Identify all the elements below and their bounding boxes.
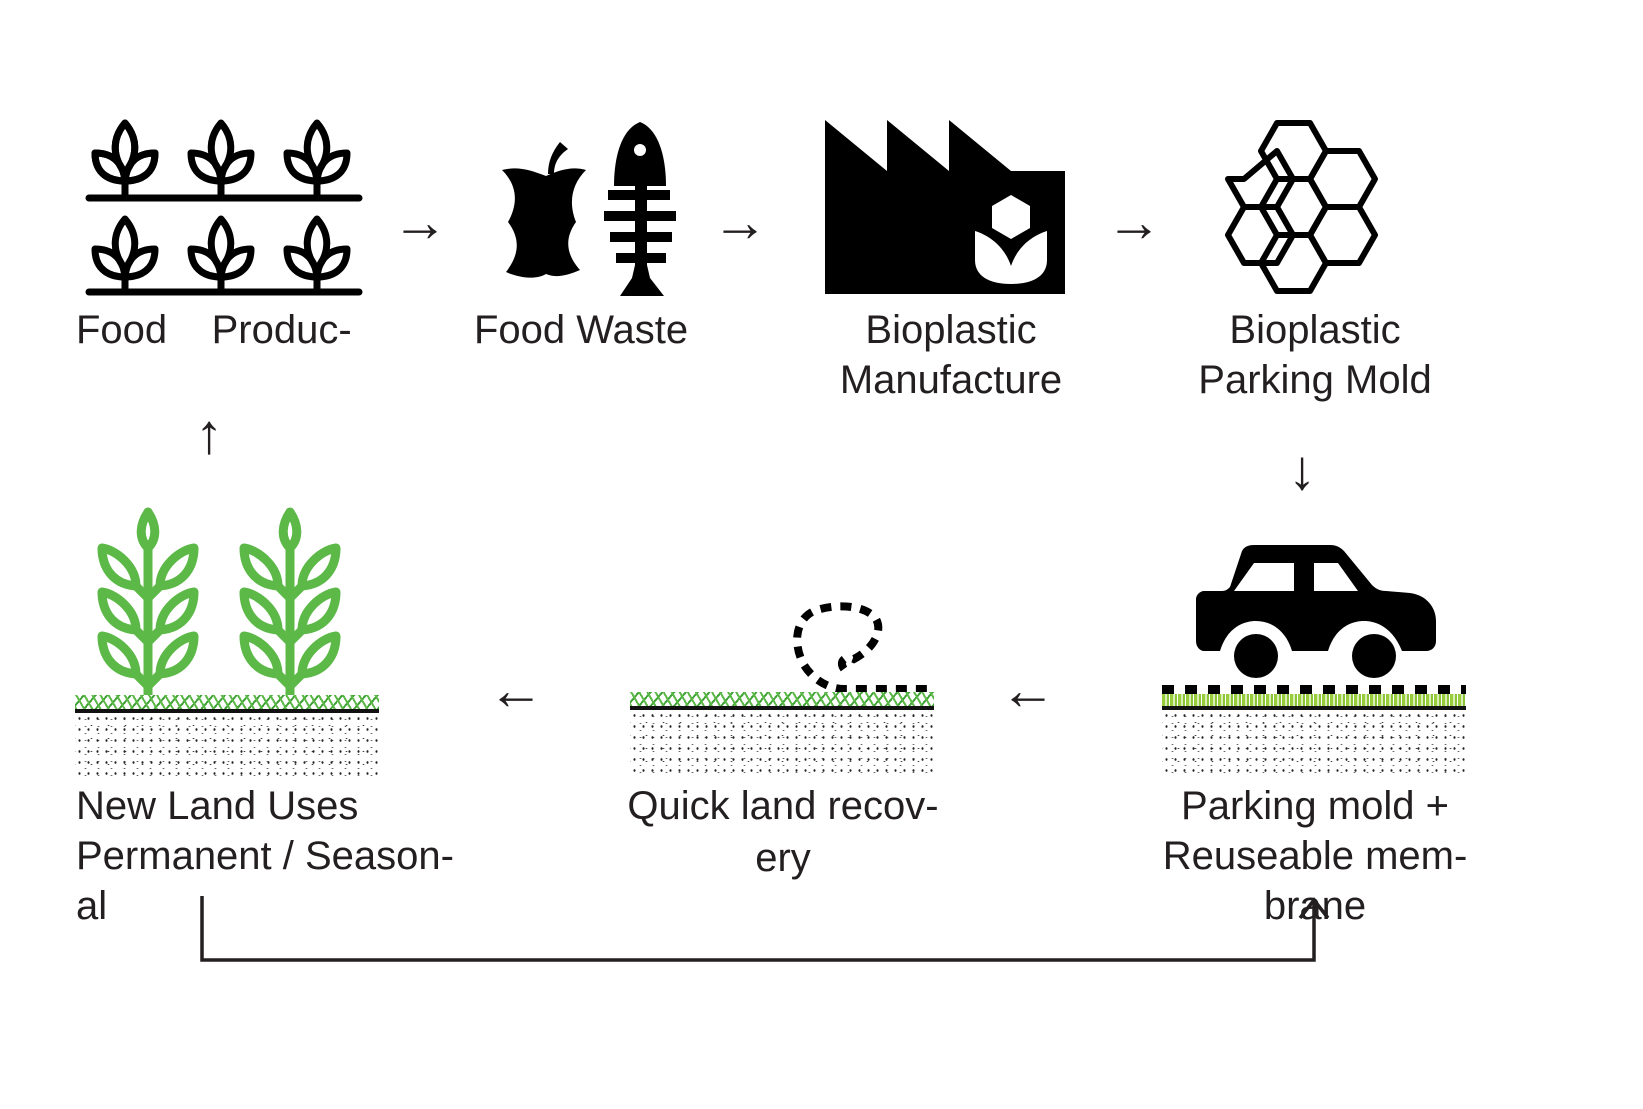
green-plants-icon: [97, 507, 346, 701]
grass-layer: [630, 692, 934, 706]
parking-mold-label-line2: Parking Mold: [1198, 358, 1432, 402]
recovery-label-line1: Quick land recov-: [627, 784, 939, 828]
food-production-label: Food Produc-: [76, 308, 352, 352]
arrow-up: ↑: [195, 402, 223, 465]
ground-line: [630, 706, 934, 710]
new-land-label-line1: New Land Uses: [76, 784, 359, 828]
crop-rows-icon: [85, 119, 363, 296]
honeycomb-icon: [1225, 120, 1378, 294]
soil-layer: [1162, 710, 1466, 774]
arrow-left-1: ←: [1000, 658, 1056, 721]
grass-layer: [75, 695, 379, 709]
reusable-membrane-layer: [1162, 694, 1466, 706]
rolled-membrane-icon: [793, 602, 934, 693]
car-icon: [1196, 545, 1436, 678]
parking-mold-label-line1: Bioplastic: [1229, 308, 1401, 352]
apple-core-icon: [502, 142, 586, 278]
membrane-label-line2: Reuseable mem-: [1162, 834, 1468, 878]
parking-mold-dashes: [1162, 685, 1466, 694]
food-waste-label: Food Waste: [474, 308, 689, 352]
fish-bone-icon: [604, 122, 676, 296]
soil-layer: [630, 710, 934, 774]
new-land-label-line3: al: [76, 884, 108, 928]
bioplastic-manufacture-label-line2: Manufacture: [839, 358, 1063, 402]
ground-line: [75, 709, 379, 713]
factory-icon: [825, 120, 1065, 294]
new-land-label-line2: Permanent / Season-: [76, 834, 454, 878]
arrow-left-2: ←: [488, 658, 544, 721]
arrow-right-3: →: [1106, 190, 1162, 253]
recovery-label-line2: ery: [755, 836, 811, 880]
soil-layer: [75, 713, 379, 777]
bioplastic-leaf-icon: [975, 195, 1047, 284]
ground-line: [1162, 706, 1466, 710]
membrane-label-line1: Parking mold +: [1181, 784, 1449, 828]
arrow-right-2: →: [712, 190, 768, 253]
arrow-down: ↓: [1288, 438, 1316, 501]
arrow-right-1: →: [392, 190, 448, 253]
bioplastic-manufacture-label-line1: Bioplastic: [865, 308, 1037, 352]
